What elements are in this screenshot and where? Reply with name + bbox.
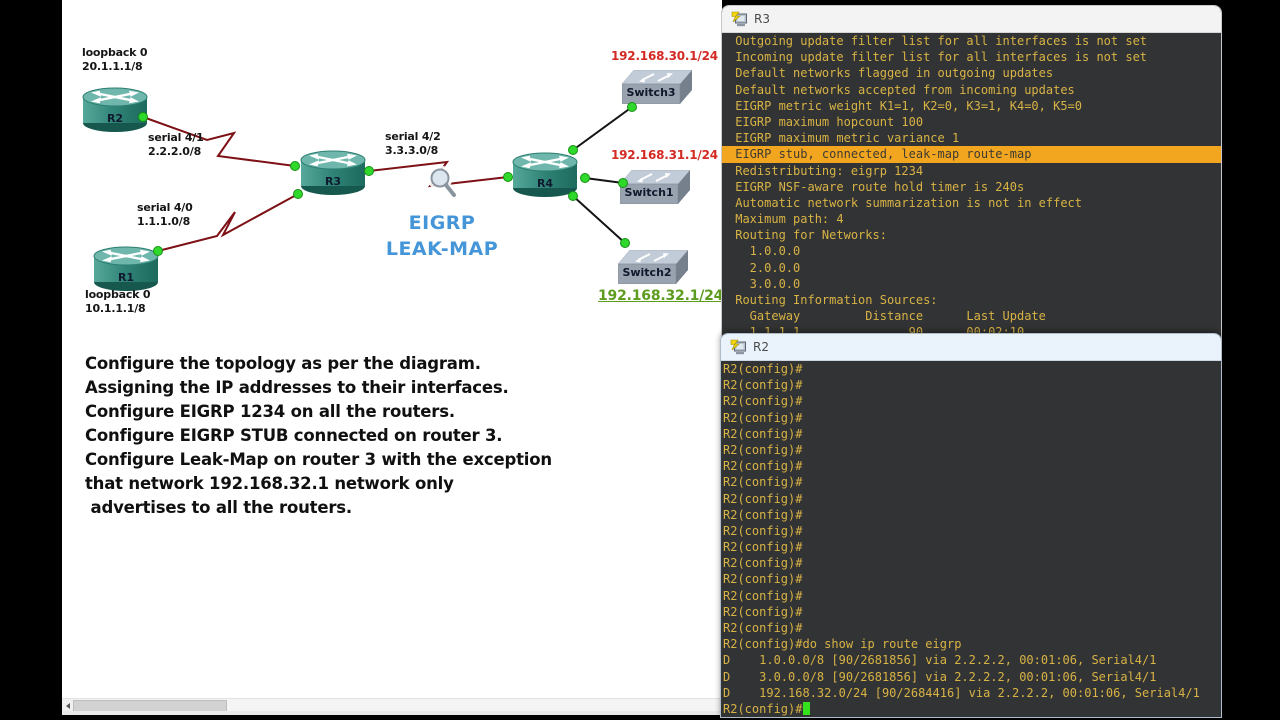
terminal-cursor — [803, 701, 811, 715]
terminal-line: Routing for Networks: — [728, 228, 887, 243]
terminal-line: Maximum path: 4 — [728, 212, 844, 227]
lan-link-r4-switch3 — [572, 106, 633, 151]
terminal-line: R2(config)# — [723, 701, 1221, 717]
r3-titlebar[interactable]: R3 — [722, 6, 1221, 33]
r2-titlebar[interactable]: R2 — [721, 334, 1221, 361]
terminal-line: R2(config)# — [723, 572, 803, 587]
terminal-line: 2.0.0.0 — [728, 260, 801, 275]
terminal-line: Default networks flagged in outgoing upd… — [728, 66, 1054, 81]
scroll-left-button[interactable] — [62, 699, 73, 712]
left-arrow-icon — [65, 702, 70, 709]
router-icon-r3 — [300, 150, 366, 196]
terminal-line: EIGRP metric weight K1=1, K2=0, K3=1, K4… — [728, 98, 1083, 113]
terminal-line: R2(config)# — [723, 523, 803, 538]
instruction-line: Assigning the IP addresses to their inte… — [85, 378, 509, 397]
terminal-line: R2(config)# — [723, 556, 803, 571]
node-label-r4: R4 — [536, 177, 554, 190]
r2-terminal-output[interactable]: R2(config)#R2(config)#R2(config)#R2(conf… — [721, 361, 1221, 717]
node-label-switch1: Switch1 — [624, 186, 674, 199]
router-icon-r4 — [512, 152, 578, 198]
terminal-line: R2(config)# — [723, 540, 803, 555]
network-label-31: 192.168.31.1/24 — [611, 148, 718, 162]
node-label-r1: R1 — [117, 271, 135, 284]
terminal-line: Gateway Distance Last Update — [728, 309, 1046, 324]
terminal-line: EIGRP maximum hopcount 100 — [728, 114, 924, 129]
router-icon-r1 — [93, 246, 159, 292]
serial-link-r2-r3 — [142, 116, 296, 167]
magnifier-icon — [427, 165, 456, 197]
r3-terminal-window: R3 Outgoing update filter list for all i… — [721, 5, 1222, 340]
terminal-line: R2(config)# — [723, 604, 803, 619]
network-label-32: 192.168.32.1/24 — [598, 288, 724, 304]
terminal-line: R2(config)# — [723, 410, 803, 425]
window-title: R3 — [754, 12, 770, 26]
terminal-line: R2(config)# — [723, 621, 803, 635]
r2-terminal-window: R2 R2(config)#R2(config)#R2(config)#R2(c… — [720, 333, 1222, 718]
terminal-line: D 1.0.0.0/8 [90/2681856] via 2.2.2.2, 00… — [723, 653, 1157, 668]
connection-dots — [138, 102, 637, 256]
terminal-line: R2(config)# — [723, 475, 803, 490]
terminal-line: D 3.0.0.0/8 [90/2681856] via 2.2.2.2, 00… — [723, 669, 1157, 684]
node-label-r3: R3 — [324, 175, 342, 188]
terminal-line: EIGRP stub, connected, leak-map route-ma… — [722, 146, 1221, 163]
terminal-line: Redistributing: eigrp 1234 — [728, 163, 924, 178]
terminal-line: R2(config)# — [723, 588, 803, 603]
task-instructions: Configure the topology as per the diagra… — [85, 352, 645, 520]
terminal-line: 1.0.0.0 — [728, 244, 801, 259]
instruction-line: Configure Leak-Map on router 3 with the … — [85, 450, 552, 469]
terminal-line: Automatic network summarization is not i… — [728, 195, 1083, 210]
terminal-icon — [731, 11, 747, 27]
node-label-switch2: Switch2 — [622, 266, 672, 279]
r3-terminal-output[interactable]: Outgoing update filter list for all inte… — [722, 33, 1221, 339]
terminal-icon — [730, 339, 746, 355]
terminal-line: R2(config)# — [723, 362, 803, 376]
node-label-r2: R2 — [106, 112, 124, 125]
terminal-line: R2(config)# — [723, 394, 803, 409]
terminal-line: R2(config)# — [723, 442, 803, 457]
terminal-line: R2(config)# — [723, 459, 803, 474]
topology-diagram — [82, 70, 692, 292]
network-label-30: 192.168.30.1/24 — [611, 49, 718, 63]
terminal-line: Outgoing update filter list for all inte… — [728, 34, 1148, 48]
terminal-line: D 192.168.32.0/24 [90/2684416] via 2.2.2… — [723, 685, 1200, 700]
instruction-line: that network 192.168.32.1 network only — [85, 474, 454, 493]
instruction-line: Configure EIGRP STUB connected on router… — [85, 426, 503, 445]
diagram-banner: EIGRP LEAK-MAP — [385, 212, 499, 260]
node-label-switch3: Switch3 — [626, 86, 676, 99]
instruction-line: Configure EIGRP 1234 on all the routers. — [85, 402, 455, 421]
terminal-line: R2(config)#do show ip route eigrp — [723, 637, 962, 652]
router-icon-r2 — [82, 87, 148, 133]
instruction-line: advertises to all the routers. — [85, 498, 353, 517]
terminal-line: Incoming update filter list for all inte… — [728, 50, 1148, 65]
terminal-line: EIGRP NSF-aware route hold timer is 240s — [728, 179, 1025, 194]
window-title: R2 — [753, 340, 769, 354]
terminal-line: R2(config)# — [723, 507, 803, 522]
terminal-line: R2(config)# — [723, 491, 803, 506]
terminal-line: EIGRP maximum metric variance 1 — [728, 131, 960, 146]
terminal-line: Routing Information Sources: — [728, 293, 938, 307]
horizontal-scrollbar[interactable] — [62, 698, 722, 713]
terminal-line: 3.0.0.0 — [728, 276, 801, 291]
instruction-line: Configure the topology as per the diagra… — [85, 354, 481, 373]
canvas-bottom-edge — [62, 711, 722, 715]
terminal-line: R2(config)# — [723, 426, 803, 441]
terminal-line: R2(config)# — [723, 378, 803, 393]
terminal-line: Default networks accepted from incoming … — [728, 82, 1075, 97]
lan-link-r4-switch2 — [572, 195, 626, 244]
lan-link-r4-switch1 — [584, 177, 624, 184]
serial-link-r1-r3 — [157, 193, 299, 252]
